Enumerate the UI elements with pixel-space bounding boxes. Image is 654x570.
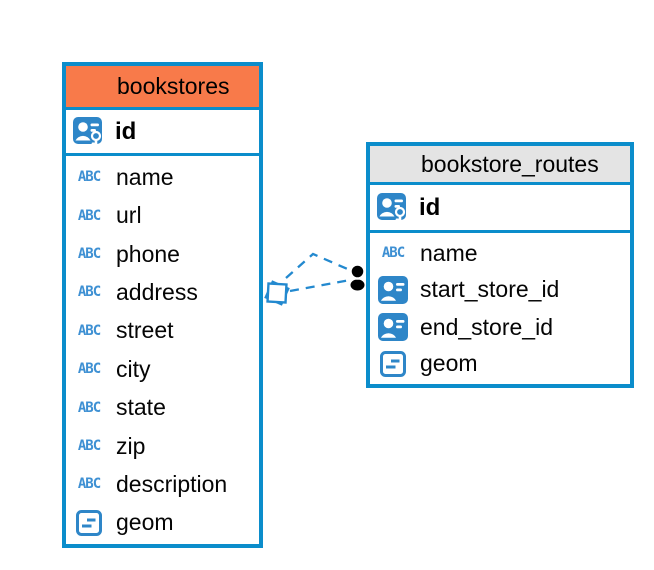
relationship-line-upper bbox=[285, 252, 353, 279]
text-type-icon: ABC bbox=[77, 361, 101, 378]
text-type-icon: ABC bbox=[77, 399, 101, 416]
column-name: url bbox=[116, 202, 142, 229]
column-row[interactable]: ABC phone bbox=[66, 235, 259, 273]
column-name: state bbox=[116, 394, 166, 421]
column-name: address bbox=[116, 278, 198, 305]
column-row[interactable]: ABC url bbox=[66, 196, 259, 234]
primary-key-icon bbox=[72, 116, 106, 148]
column-row[interactable]: ABC street bbox=[66, 312, 259, 350]
table-icon bbox=[74, 73, 108, 100]
primary-key-icon bbox=[376, 192, 410, 224]
table-bookstores-header[interactable]: bookstores bbox=[66, 66, 259, 110]
column-name: description bbox=[116, 470, 228, 497]
table-bookstores[interactable]: bookstores id ABC name bbox=[62, 62, 263, 548]
reference-type-icon bbox=[376, 275, 410, 304]
column-name: zip bbox=[116, 432, 146, 459]
column-name: name bbox=[116, 163, 174, 190]
column-row-pk[interactable]: id bbox=[370, 185, 630, 233]
column-row[interactable]: geom bbox=[66, 504, 259, 542]
geometry-type-icon bbox=[72, 509, 106, 536]
column-name: city bbox=[116, 355, 151, 382]
relationship-line-lower bbox=[289, 278, 351, 293]
text-type-icon: ABC bbox=[77, 169, 101, 186]
column-row[interactable]: ABC name bbox=[370, 235, 630, 271]
column-row[interactable]: ABC address bbox=[66, 273, 259, 311]
text-type-icon: ABC bbox=[77, 207, 101, 224]
reference-type-icon bbox=[376, 313, 410, 342]
text-type-icon: ABC bbox=[77, 322, 101, 339]
table-title: bookstore_routes bbox=[421, 150, 599, 177]
table-icon bbox=[378, 151, 412, 177]
table-bookstore-routes-header[interactable]: bookstore_routes bbox=[370, 146, 630, 185]
column-name: geom bbox=[420, 350, 478, 377]
relationship-target-marker[interactable] bbox=[349, 263, 366, 291]
table-title: bookstores bbox=[117, 73, 230, 99]
column-row[interactable]: geom bbox=[370, 346, 630, 382]
column-list: ABC name ABC url ABC phone ABC address A… bbox=[66, 156, 259, 544]
column-name: id bbox=[419, 193, 441, 221]
column-name: end_store_id bbox=[420, 313, 553, 340]
table-bookstore-routes[interactable]: bookstore_routes id ABC name bbox=[366, 142, 634, 388]
column-row[interactable]: ABC zip bbox=[66, 427, 259, 465]
column-row[interactable]: ABC description bbox=[66, 465, 259, 503]
text-type-icon: ABC bbox=[77, 438, 101, 455]
geometry-type-icon bbox=[376, 350, 410, 377]
text-type-icon: ABC bbox=[381, 245, 405, 262]
column-name: id bbox=[115, 117, 137, 145]
column-row[interactable]: ABC city bbox=[66, 350, 259, 388]
column-row-pk[interactable]: id bbox=[66, 110, 259, 156]
column-name: geom bbox=[116, 509, 174, 536]
column-name: street bbox=[116, 317, 174, 344]
column-name: start_store_id bbox=[420, 276, 560, 303]
relationship-source-diamond-handle[interactable] bbox=[264, 280, 290, 306]
column-row[interactable]: end_store_id bbox=[370, 309, 630, 346]
relationship-links[interactable] bbox=[285, 252, 353, 293]
column-name: name bbox=[420, 239, 478, 266]
text-type-icon: ABC bbox=[77, 246, 101, 263]
text-type-icon: ABC bbox=[77, 476, 101, 493]
column-row[interactable]: ABC name bbox=[66, 158, 259, 196]
column-row[interactable]: ABC state bbox=[66, 388, 259, 426]
column-list: ABC name start_store_id bbox=[370, 233, 630, 384]
column-name: phone bbox=[116, 240, 180, 267]
text-type-icon: ABC bbox=[77, 284, 101, 301]
column-row[interactable]: start_store_id bbox=[370, 271, 630, 308]
